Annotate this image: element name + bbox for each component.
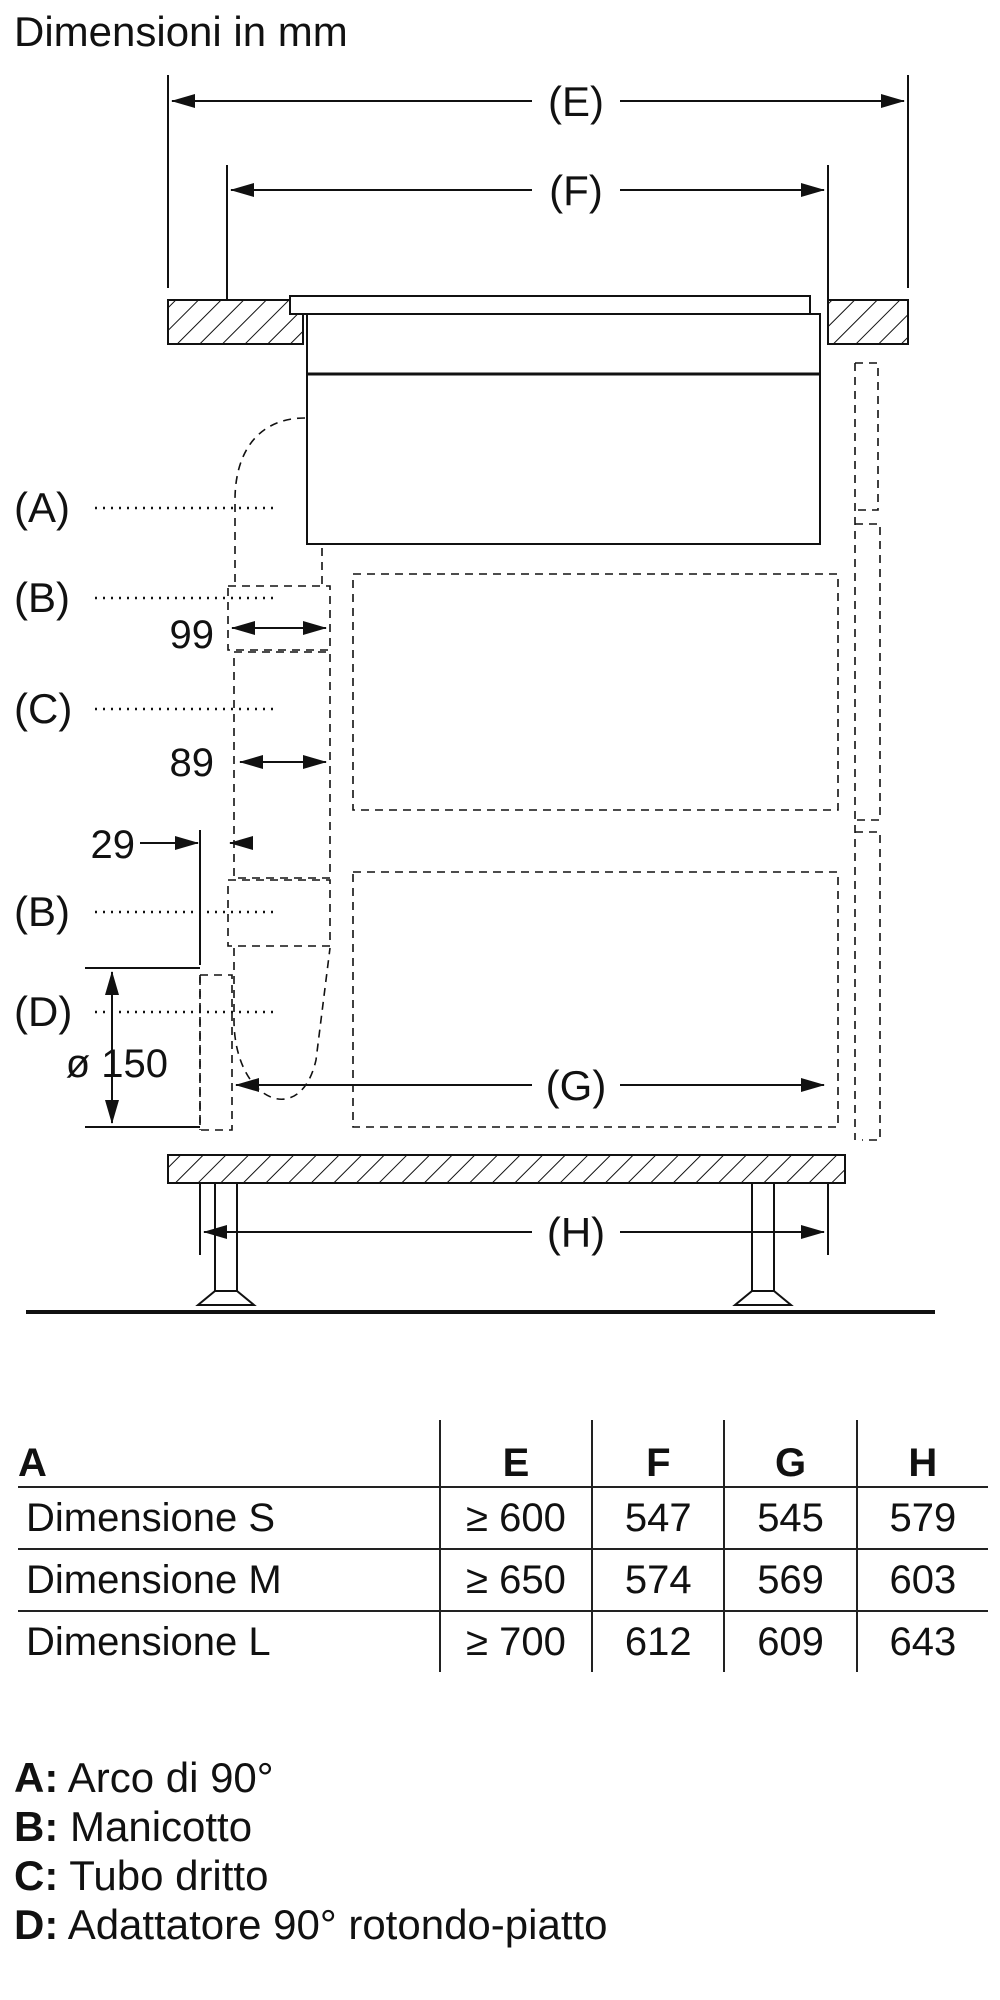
table-cell: 569 [723, 1548, 857, 1611]
page-title: Dimensioni in mm [14, 8, 348, 55]
legend-text: Arco di 90° [67, 1754, 274, 1801]
table-cell: 547 [591, 1486, 725, 1549]
table-cell: 579 [855, 1486, 988, 1549]
legend-item: C: Tubo dritto [14, 1851, 608, 1900]
table-cell: ≥ 700 [438, 1610, 593, 1672]
table-cell: 545 [723, 1486, 857, 1549]
table-cell: ≥ 600 [438, 1486, 593, 1549]
table-cell: ≥ 650 [438, 1548, 593, 1611]
legend-code: D: [14, 1901, 59, 1948]
table-cell: 574 [591, 1548, 725, 1611]
legend-text: Adattatore 90° rotondo-piatto [67, 1901, 608, 1948]
legend-code: A: [14, 1754, 59, 1801]
measure-diameter-150: ø 150 [66, 1042, 168, 1086]
installation-diagram: (E) (F) (G) (H) (A) (B) (C) (B) (D) 99 8… [14, 75, 935, 1314]
part-label-b: (B) [14, 574, 70, 621]
table-row: Dimensione L ≥ 700 612 609 643 [18, 1610, 988, 1672]
legend-code: C: [14, 1852, 59, 1899]
table-cell: 603 [855, 1548, 988, 1611]
table-header-cell: A [18, 1441, 47, 1485]
legend: A: Arco di 90° B: Manicotto C: Tubo drit… [14, 1753, 608, 1949]
dim-label-f: (F) [549, 167, 603, 214]
measure-29: 29 [91, 823, 136, 867]
table-header-row: A E F G H [18, 1420, 988, 1487]
table-header-cell: F [591, 1420, 725, 1487]
table-cell: 643 [855, 1610, 988, 1672]
table-cell: Dimensione M [18, 1548, 440, 1611]
part-label-d: (D) [14, 988, 72, 1035]
dim-label-e: (E) [548, 78, 604, 125]
table-row: Dimensione M ≥ 650 574 569 603 [18, 1548, 988, 1611]
legend-code: B: [14, 1803, 59, 1850]
legend-item: D: Adattatore 90° rotondo-piatto [14, 1900, 608, 1949]
dimension-table: A E F G H Dimensione S ≥ 600 547 545 579… [18, 1420, 988, 1672]
part-label-b-lower: (B) [14, 888, 70, 935]
table-row: Dimensione S ≥ 600 547 545 579 [18, 1486, 988, 1549]
table-header-cell: G [723, 1420, 857, 1487]
legend-item: A: Arco di 90° [14, 1753, 608, 1802]
measure-89: 89 [170, 741, 215, 785]
legend-text: Manicotto [70, 1803, 253, 1850]
part-label-a: (A) [14, 484, 70, 531]
table-cell: Dimensione L [18, 1610, 440, 1672]
table-cell: 612 [591, 1610, 725, 1672]
dim-label-g: (G) [546, 1062, 607, 1109]
dim-label-h: (H) [547, 1209, 605, 1256]
measure-99: 99 [170, 613, 215, 657]
part-label-c: (C) [14, 685, 72, 732]
table-header-cell: E [438, 1420, 593, 1487]
table-header-cell: H [855, 1420, 988, 1487]
table-cell: Dimensione S [18, 1486, 440, 1549]
legend-text: Tubo dritto [69, 1852, 269, 1899]
table-cell: 609 [723, 1610, 857, 1672]
legend-item: B: Manicotto [14, 1802, 608, 1851]
